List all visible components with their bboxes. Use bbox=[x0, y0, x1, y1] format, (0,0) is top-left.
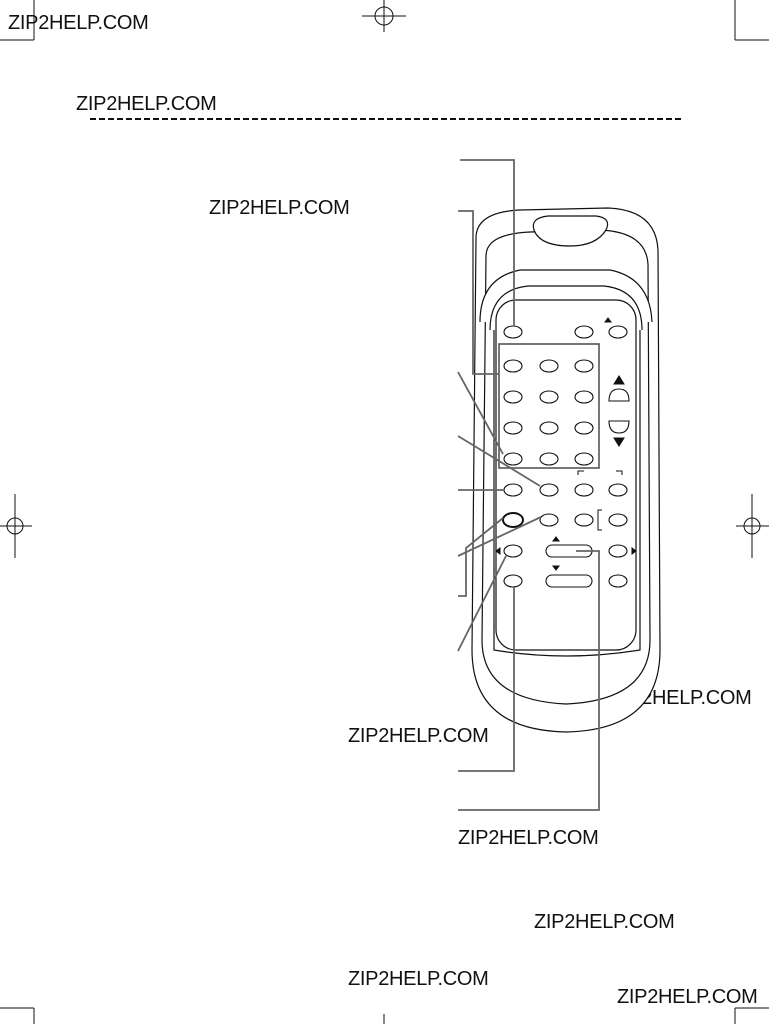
slow-button[interactable] bbox=[608, 574, 628, 588]
leader-lines bbox=[457, 159, 600, 811]
up-triangle-icon bbox=[552, 536, 560, 542]
key-2[interactable] bbox=[539, 359, 559, 373]
keypad-highlight-box bbox=[498, 343, 600, 469]
down-triangle-icon bbox=[613, 437, 625, 447]
key-1[interactable] bbox=[503, 359, 523, 373]
stop-button[interactable] bbox=[574, 513, 594, 527]
key-7[interactable] bbox=[503, 421, 523, 435]
right-arrow-icon bbox=[631, 547, 637, 555]
watermark-lower-center: ZIP2HELP.COM bbox=[458, 827, 599, 849]
eject-button[interactable] bbox=[608, 325, 628, 339]
power-button[interactable] bbox=[503, 325, 523, 339]
watermark-bottom-right: ZIP2HELP.COM bbox=[617, 986, 758, 1008]
watermark-bottom-center: ZIP2HELP.COM bbox=[348, 968, 489, 990]
key-extra-left[interactable] bbox=[503, 452, 523, 466]
display-button[interactable] bbox=[502, 512, 524, 528]
key-0[interactable] bbox=[539, 452, 559, 466]
pause-button[interactable] bbox=[608, 513, 628, 527]
fast-forward-button[interactable] bbox=[608, 483, 628, 497]
watermark-top-left: ZIP2HELP.COM bbox=[8, 12, 149, 34]
crosshair-registration-mark-icon bbox=[0, 494, 32, 558]
key-4[interactable] bbox=[503, 390, 523, 404]
key-plus[interactable] bbox=[574, 452, 594, 466]
watermark-center: ZIP2HELP.COM bbox=[348, 725, 489, 747]
button-symbols bbox=[495, 317, 637, 571]
enter-button[interactable] bbox=[539, 483, 559, 497]
right-button[interactable] bbox=[608, 544, 628, 558]
key-8[interactable] bbox=[539, 421, 559, 435]
key-3[interactable] bbox=[574, 359, 594, 373]
key-6[interactable] bbox=[574, 390, 594, 404]
menu-button[interactable] bbox=[503, 483, 523, 497]
eject-icon bbox=[604, 317, 612, 323]
channel-up-button[interactable] bbox=[608, 388, 630, 402]
left-button[interactable] bbox=[503, 544, 523, 558]
down-triangle-icon bbox=[552, 565, 560, 571]
crosshair-registration-mark-icon bbox=[736, 494, 769, 558]
watermark-lower-right: ZIP2HELP.COM bbox=[534, 911, 675, 933]
key-9[interactable] bbox=[574, 421, 594, 435]
record-down-button[interactable] bbox=[545, 574, 593, 588]
watermark-upper-middle: ZIP2HELP.COM bbox=[209, 197, 350, 219]
remote-body bbox=[471, 207, 661, 733]
rewind-button[interactable] bbox=[574, 483, 594, 497]
watermark-header: ZIP2HELP.COM bbox=[76, 93, 217, 115]
open-close-button[interactable] bbox=[574, 325, 594, 339]
set-button[interactable] bbox=[539, 513, 559, 527]
key-5[interactable] bbox=[539, 390, 559, 404]
crosshair-registration-mark-icon bbox=[362, 0, 406, 32]
channel-down-button[interactable] bbox=[608, 420, 630, 434]
clear-button[interactable] bbox=[503, 574, 523, 588]
up-triangle-icon bbox=[613, 375, 625, 385]
remote-buttons bbox=[502, 325, 630, 588]
left-arrow-icon bbox=[495, 547, 501, 555]
